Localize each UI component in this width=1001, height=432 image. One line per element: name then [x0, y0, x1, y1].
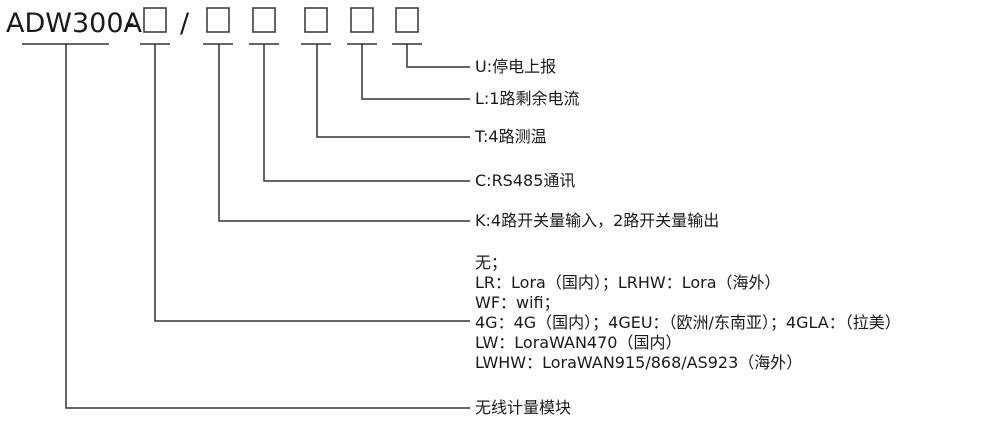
option-power-fail-report: U:停电上报 — [475, 57, 557, 76]
comm-option-wifi: WF：wifi； — [475, 293, 560, 312]
connector-model — [65, 44, 470, 409]
comm-option-lora: LR：Lora（国内）；LRHW：Lora（海外） — [475, 273, 781, 292]
comm-option-lorawan-overseas: LWHW：LoraWAN915/868/AS923（海外） — [475, 353, 803, 372]
separator-slash: / — [180, 8, 190, 39]
code-box-3 — [252, 7, 276, 33]
comm-option-4g: 4G：4G（国内）；4GEU：（欧洲/东南亚）；4GLA：（拉美） — [475, 313, 901, 332]
separator-dash: - — [125, 8, 135, 39]
connector-comm — [154, 44, 470, 322]
code-box-2 — [206, 7, 230, 33]
option-rs485: C:RS485通讯 — [475, 171, 576, 190]
option-residual-current: L:1路剩余电流 — [475, 89, 580, 108]
option-temperature: T:4路测温 — [475, 127, 547, 146]
connector-t — [316, 44, 470, 138]
comm-option-lorawan: LW：LoraWAN470（国内） — [475, 333, 682, 352]
connector-l — [361, 44, 470, 100]
connector-k — [218, 44, 470, 222]
code-box-1 — [143, 7, 167, 33]
connector-c — [263, 44, 470, 182]
code-box-5 — [350, 7, 374, 33]
code-box-6 — [395, 7, 419, 33]
option-wireless-metering-module: 无线计量模块 — [475, 398, 572, 417]
comm-option-none: 无； — [475, 253, 508, 272]
model-code: ADW300A — [6, 8, 142, 39]
connector-u — [406, 44, 470, 68]
option-switch-io: K:4路开关量输入，2路开关量输出 — [475, 211, 720, 230]
code-box-4 — [304, 7, 328, 33]
